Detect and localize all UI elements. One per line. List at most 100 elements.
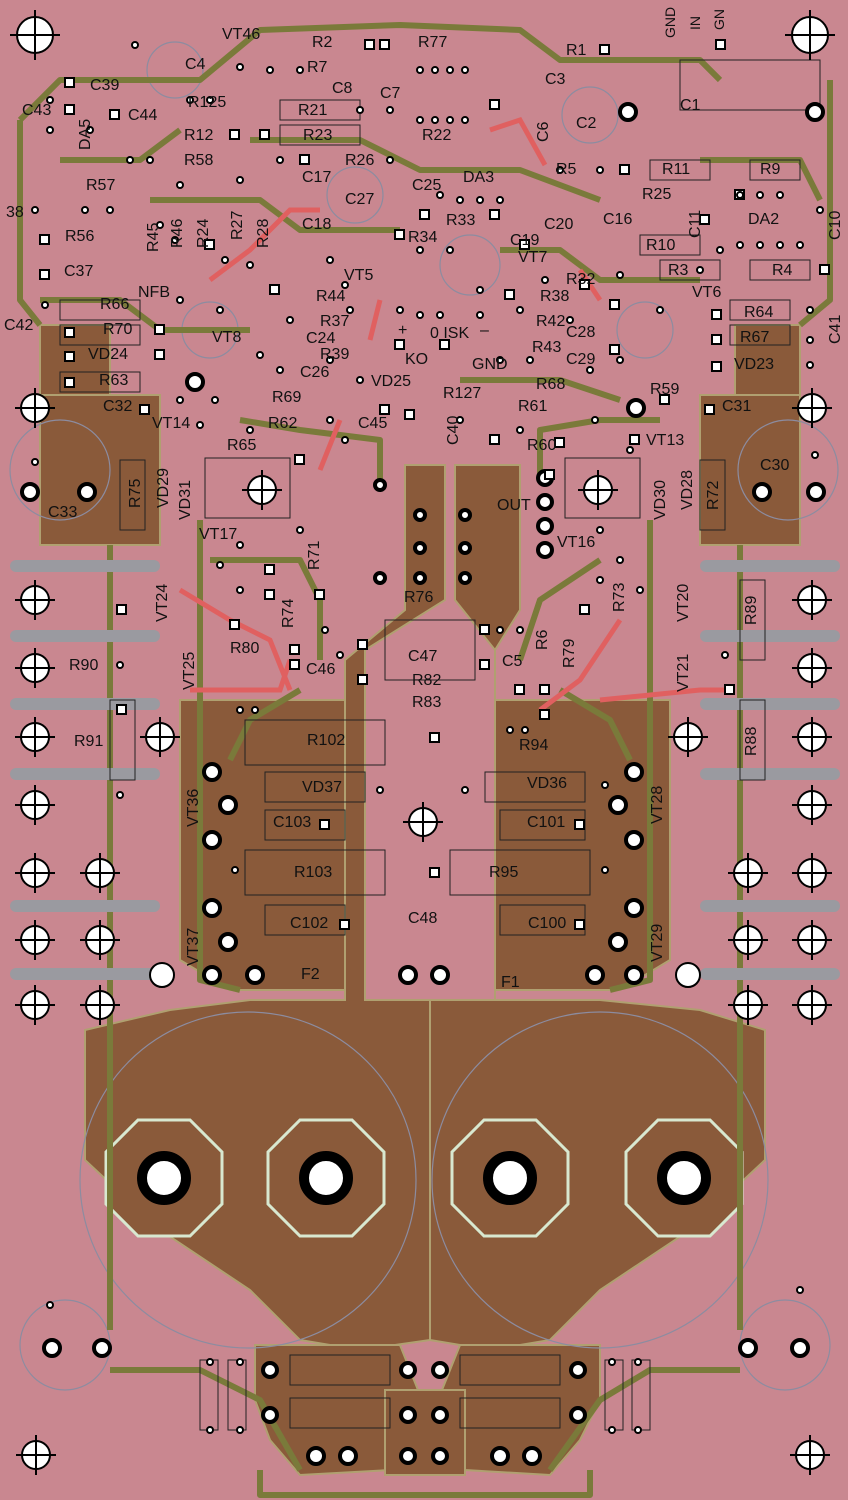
- label-r71: R71: [306, 540, 323, 570]
- label-r63: R63: [99, 372, 129, 389]
- label-vt36: VT36: [185, 788, 202, 827]
- label-r25: R25: [642, 186, 672, 203]
- label-r95: R95: [489, 864, 519, 881]
- label-vt13: VT13: [646, 432, 685, 449]
- label-vt28: VT28: [649, 785, 666, 824]
- label-r59: R59: [650, 381, 680, 398]
- label-r24: R24: [195, 218, 212, 248]
- label-r28: R28: [255, 218, 272, 248]
- highlighted-traces: [178, 116, 730, 712]
- label-r42: R42: [536, 313, 566, 330]
- label-r70: R70: [103, 321, 133, 338]
- label-r37: R37: [320, 313, 350, 330]
- label-c25: C25: [412, 177, 442, 194]
- label-c27: C27: [345, 191, 375, 208]
- label-minus: –: [480, 322, 489, 339]
- label-r68: R68: [536, 376, 566, 393]
- label-0-isk: 0 ISK: [430, 325, 470, 342]
- label-r83: R83: [412, 694, 442, 711]
- label-vt6: VT6: [692, 284, 722, 301]
- traces: [17, 22, 833, 1498]
- label-r39: R39: [320, 346, 350, 363]
- label-r60: R60: [527, 437, 557, 454]
- label-vd37: VD37: [302, 779, 343, 796]
- label-vt21: VT21: [675, 653, 692, 692]
- label-r94: R94: [519, 737, 549, 754]
- label-r32: R32: [566, 271, 596, 288]
- label-gnd-2: GN: [711, 9, 727, 30]
- label-r88: R88: [743, 726, 760, 756]
- label-out: OUT: [497, 497, 531, 514]
- label-da5: DA5: [77, 118, 94, 150]
- label-r38: R38: [540, 288, 570, 305]
- label-c44: C44: [128, 107, 158, 124]
- label-vt29: VT29: [649, 923, 666, 962]
- label-c31: C31: [722, 398, 752, 415]
- label-c18: C18: [302, 216, 332, 233]
- power-terminals: [104, 1118, 744, 1238]
- label-r46: R46: [169, 218, 186, 248]
- label-vd29: VD29: [155, 467, 172, 508]
- label-c101: C101: [527, 814, 566, 831]
- label-c45: C45: [358, 415, 388, 432]
- label-vt16: VT16: [557, 534, 596, 551]
- label-c29: C29: [566, 351, 596, 368]
- label-c30: C30: [760, 457, 790, 474]
- label-c5: C5: [502, 653, 523, 670]
- label-c26: C26: [300, 364, 330, 381]
- label-r91: R91: [74, 733, 104, 750]
- label-vt17: VT17: [199, 526, 238, 543]
- label-c100: C100: [528, 915, 567, 932]
- label-c42: C42: [4, 317, 34, 334]
- label-r72: R72: [705, 480, 722, 510]
- label-plus: +: [398, 322, 408, 339]
- label-r90: R90: [69, 657, 99, 674]
- label-gnd-input: GND: [662, 6, 678, 38]
- label-c4: C4: [185, 56, 206, 73]
- label-c28: C28: [566, 324, 596, 341]
- label-r26: R26: [345, 152, 375, 169]
- label-r5: R5: [556, 161, 577, 178]
- label-c20: C20: [544, 216, 574, 233]
- label-r27: R27: [229, 210, 246, 240]
- label-da3: DA3: [463, 169, 495, 186]
- label-r77: R77: [418, 34, 448, 51]
- label-r45: R45: [145, 222, 162, 252]
- label-r65: R65: [227, 437, 257, 454]
- label-r61: R61: [518, 398, 548, 415]
- label-c19: C19: [510, 232, 540, 249]
- label-f1: F1: [501, 974, 520, 991]
- label-vt46: VT46: [222, 26, 261, 43]
- label-vd28: VD28: [679, 469, 696, 510]
- label-c32: C32: [103, 398, 133, 415]
- label-c47: C47: [408, 648, 438, 665]
- label-c37: C37: [64, 263, 94, 280]
- label-c10: C10: [827, 210, 844, 240]
- label-r6: R6: [534, 629, 551, 650]
- label-r64: R64: [744, 304, 774, 321]
- label-vt5: VT5: [344, 267, 374, 284]
- label-c40: C40: [445, 415, 462, 445]
- label-r1: R1: [566, 42, 587, 59]
- label-38: 38: [6, 204, 24, 221]
- label-r103: R103: [294, 864, 333, 881]
- label-c39: C39: [90, 77, 120, 94]
- label-vd30: VD30: [652, 479, 669, 520]
- label-c33: C33: [48, 504, 78, 521]
- label-c6: C6: [535, 121, 552, 142]
- label-r34: R34: [408, 229, 438, 246]
- label-r127: R127: [443, 385, 482, 402]
- label-r57: R57: [86, 177, 116, 194]
- label-vt24: VT24: [154, 583, 171, 622]
- label-r56: R56: [65, 228, 95, 245]
- label-r7: R7: [307, 59, 328, 76]
- label-r21: R21: [298, 102, 328, 119]
- label-r12: R12: [184, 127, 214, 144]
- label-c102: C102: [290, 915, 329, 932]
- label-c3: C3: [545, 71, 566, 88]
- heatsink-bars: [10, 560, 840, 980]
- label-vt7: VT7: [518, 249, 548, 266]
- vias: [31, 41, 824, 1434]
- label-vt8: VT8: [212, 329, 242, 346]
